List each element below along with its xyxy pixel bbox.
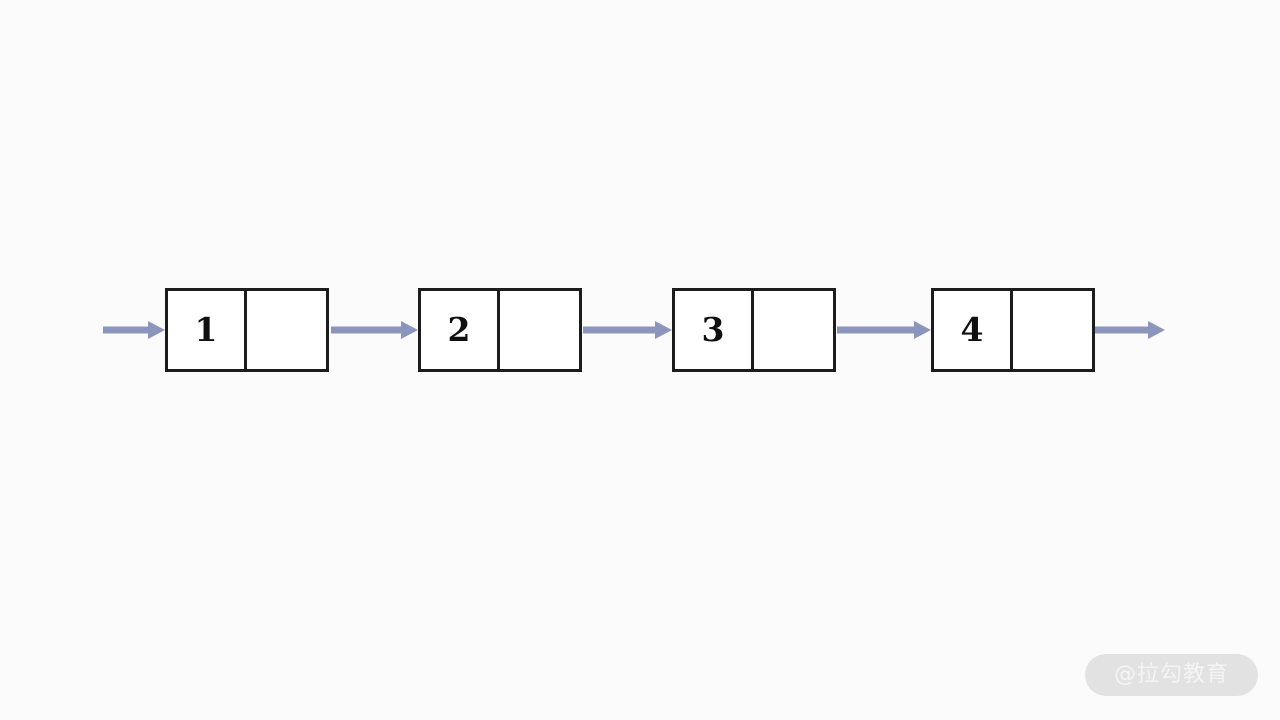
node-pointer-cell — [500, 291, 579, 369]
list-node: 4 — [931, 288, 1095, 372]
list-node: 1 — [165, 288, 329, 372]
watermark-badge: @拉勾教育 — [1085, 654, 1258, 696]
arrow-2-to-3 — [583, 320, 672, 340]
tail-arrow — [1095, 320, 1165, 340]
node-value-cell: 3 — [675, 291, 754, 369]
watermark-label: @拉勾教育 — [1113, 662, 1229, 687]
arrow-3-to-4 — [837, 320, 931, 340]
node-pointer-cell — [754, 291, 833, 369]
list-node: 2 — [418, 288, 582, 372]
list-node: 3 — [672, 288, 836, 372]
arrow-1-to-2 — [331, 320, 418, 340]
node-pointer-cell — [1013, 291, 1092, 369]
node-value-cell: 1 — [168, 291, 247, 369]
node-value-cell: 4 — [934, 291, 1013, 369]
node-value-cell: 2 — [421, 291, 500, 369]
head-arrow — [103, 320, 165, 340]
node-pointer-cell — [247, 291, 326, 369]
